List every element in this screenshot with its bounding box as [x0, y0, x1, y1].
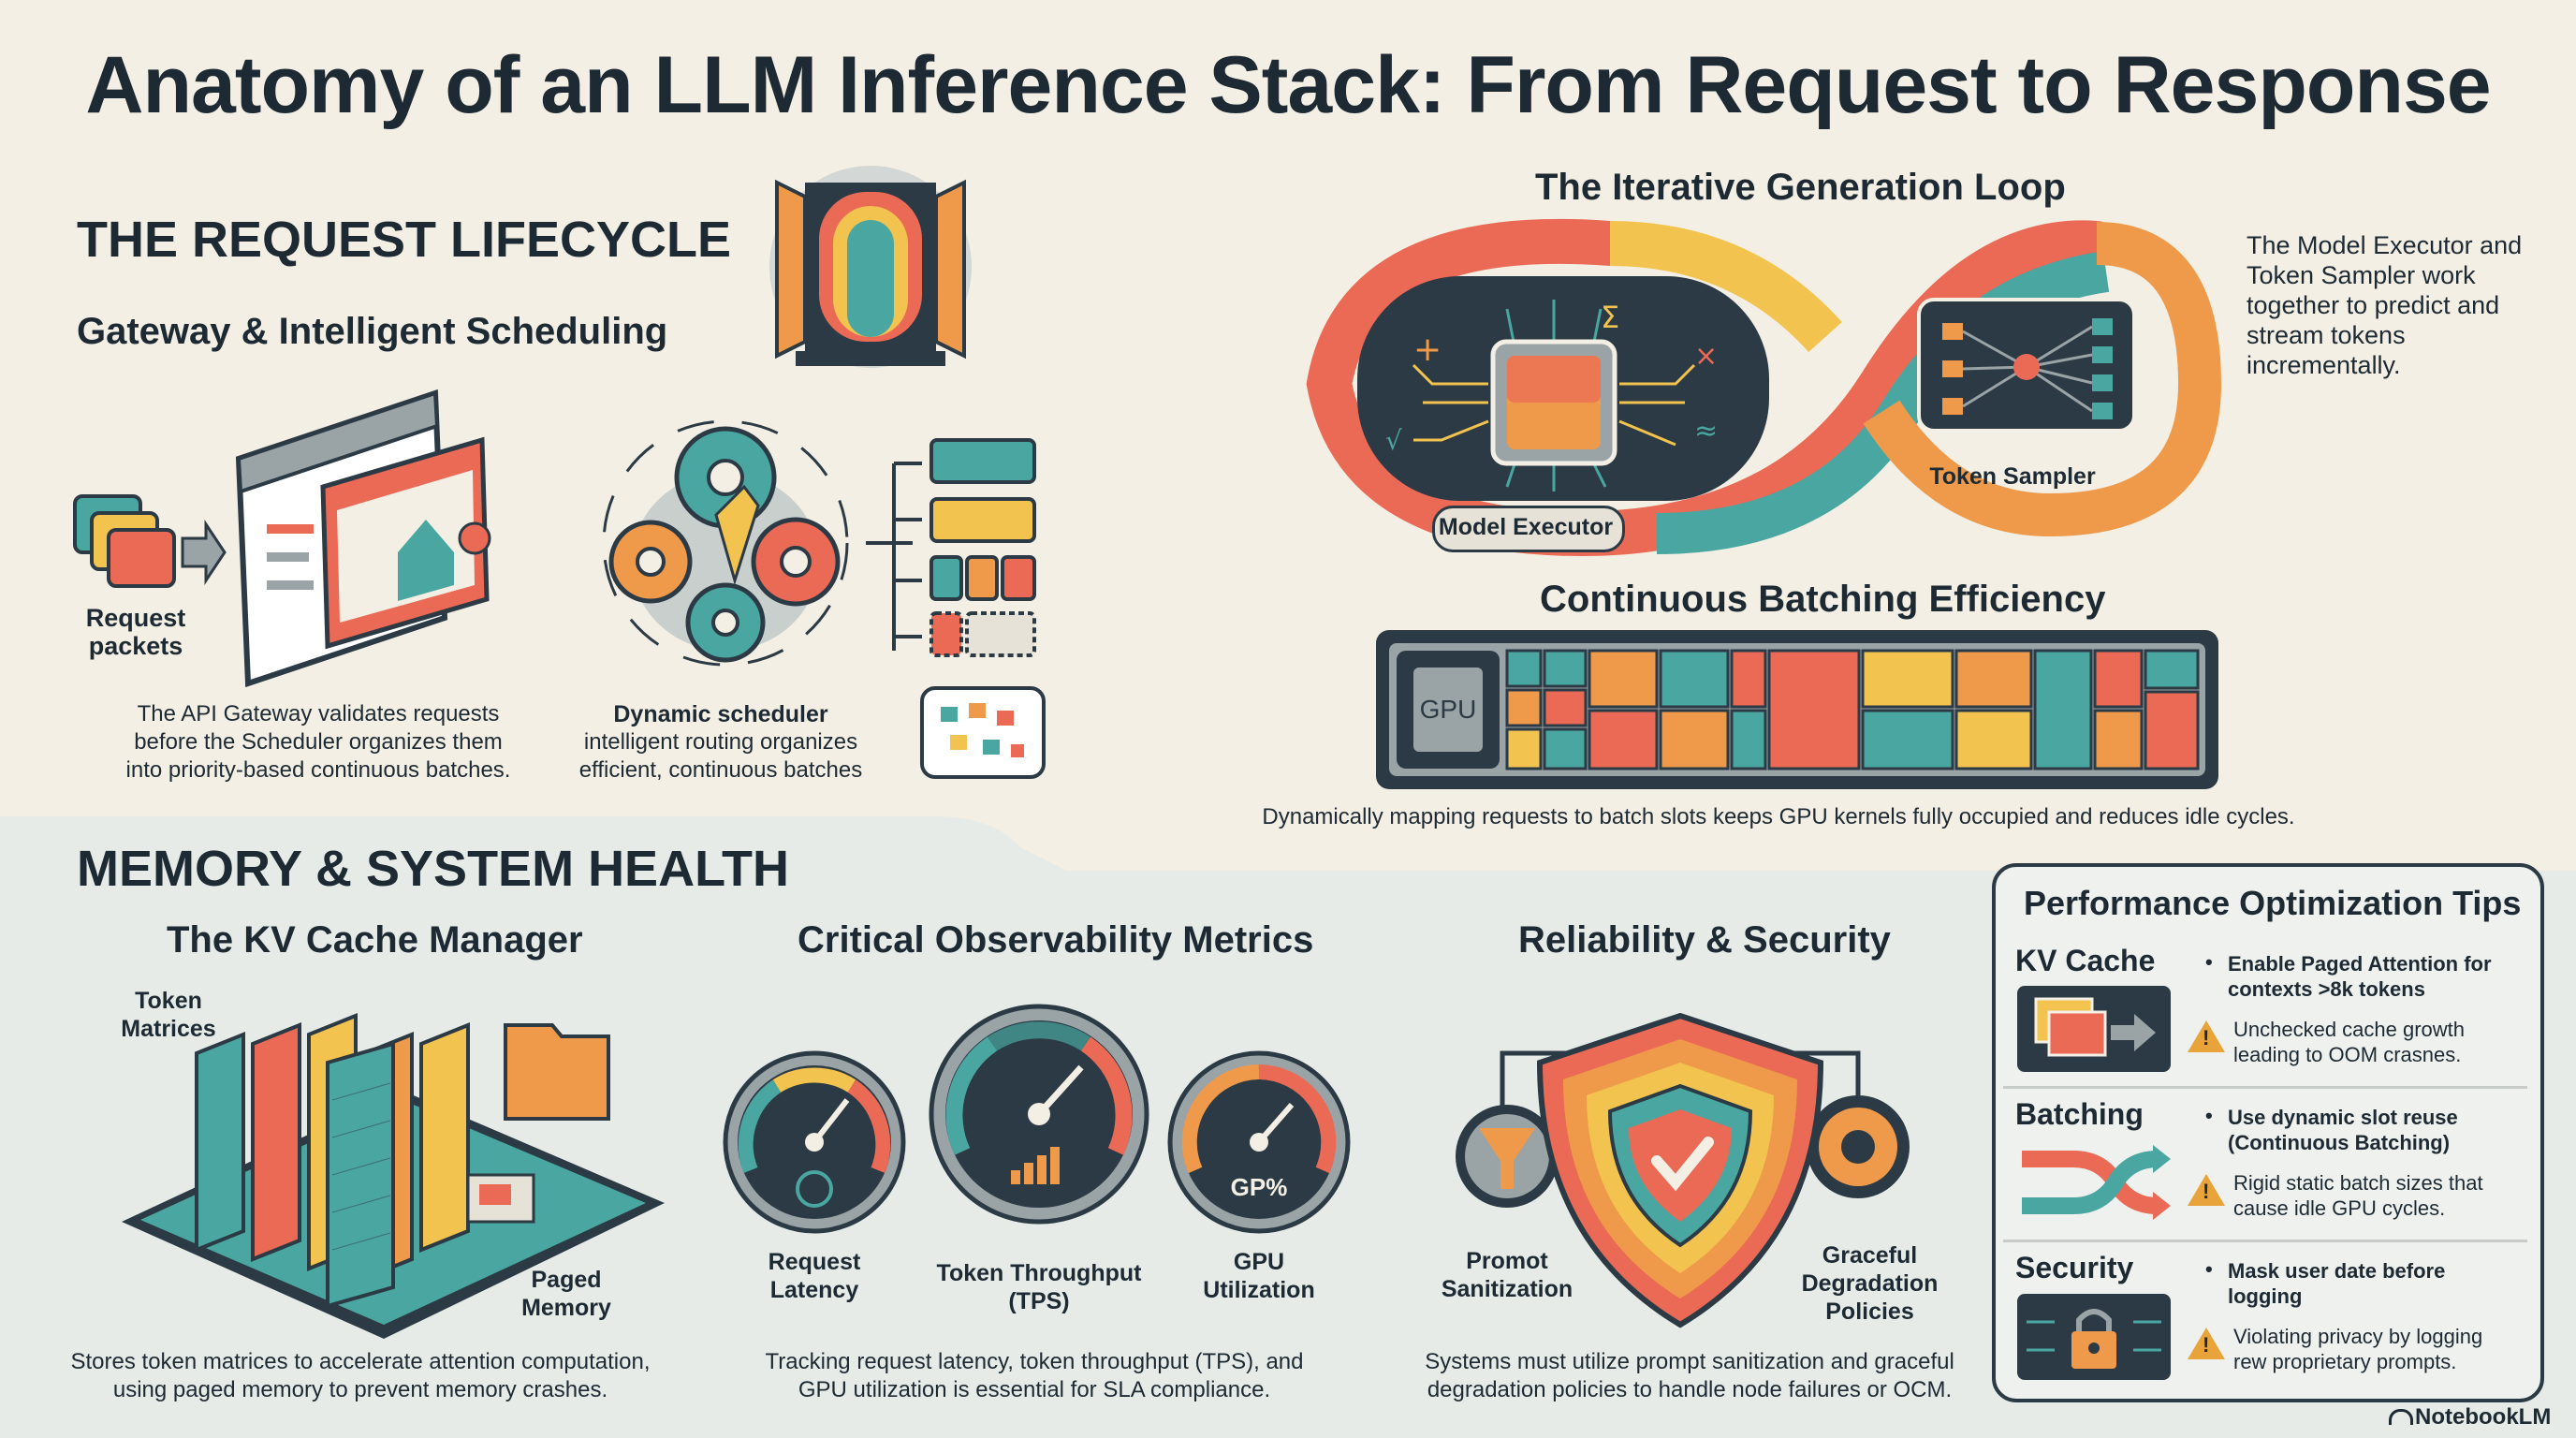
- svg-text:Σ: Σ: [1601, 300, 1619, 335]
- batch-slots-icon: [866, 438, 1046, 779]
- latency-gauge: [723, 1050, 906, 1234]
- generation-loop-heading: The Iterative Generation Loop: [1535, 167, 2066, 208]
- observability-heading: Critical Observability Metrics: [798, 919, 1314, 961]
- kv-cache-caption: Stores token matrices to accelerate atte…: [70, 1349, 651, 1402]
- reliability-heading: Reliability & Security: [1518, 919, 1891, 961]
- generation-loop-diagram: + Σ × √ ≈: [1306, 218, 2222, 557]
- gateway-caption: The API Gateway validates requests befor…: [125, 701, 511, 783]
- batching-caption: Dynamically mapping requests to batch sl…: [1262, 804, 2295, 829]
- tip-kv-cache-title: KV Cache: [2015, 944, 2156, 977]
- memory-health-heading: MEMORY & SYSTEM HEALTH: [77, 841, 790, 897]
- warning-icon: !: [2188, 1174, 2225, 1206]
- page-title: Anatomy of an LLM Inference Stack: From …: [85, 40, 2491, 130]
- brand-label: NotebookLM: [2415, 1404, 2552, 1430]
- gpu-gauge-face-text: GP%: [1230, 1173, 1288, 1201]
- request-packets-label: Request packets: [85, 604, 186, 660]
- svg-text:√: √: [1385, 425, 1402, 456]
- warning-icon: !: [2188, 1328, 2225, 1359]
- tip-batching-bullet: •: [2205, 1104, 2213, 1127]
- tip-batching-best: Use dynamic slot reuse (Continuous Batch…: [2228, 1106, 2458, 1154]
- gpu-utilization-gauge: [1167, 1050, 1351, 1234]
- kv-cache-tip-icon: [2017, 986, 2171, 1072]
- doorway-icon: [769, 166, 972, 368]
- tip-batching-warning: Rigid static batch sizes that cause idle…: [2233, 1171, 2483, 1220]
- batching-diagram: [1376, 630, 2218, 789]
- api-gateway-icon: [235, 389, 491, 688]
- kv-cache-heading: The KV Cache Manager: [167, 919, 583, 961]
- observability-caption: Tracking request latency, token throughp…: [765, 1349, 1304, 1402]
- graceful-degradation-label: Graceful Degradation Policies: [1801, 1242, 1939, 1325]
- lock-icon: [2017, 1294, 2171, 1380]
- warning-icon: !: [2188, 1020, 2225, 1052]
- prompt-sanitization-label: Promot Sanitization: [1441, 1248, 1573, 1302]
- kv-cache-diagram: [122, 1013, 665, 1339]
- scheduler-caption: intelligent routing organizes efficient,…: [578, 729, 863, 783]
- brand-logo-icon: [2389, 1409, 2413, 1425]
- reliability-caption: Systems must utilize prompt sanitization…: [1425, 1349, 1954, 1402]
- token-throughput-label: Token Throughput (TPS): [936, 1260, 1142, 1314]
- tip-security-title: Security: [2015, 1251, 2134, 1284]
- scheduler-gears-icon: [602, 419, 849, 667]
- tips-heading: Performance Optimization Tips: [2024, 884, 2522, 922]
- request-lifecycle-heading: THE REQUEST LIFECYCLE: [77, 212, 732, 268]
- tip-kv-cache-bullet: •: [2205, 950, 2213, 974]
- token-matrices-label: Token Matrices: [121, 988, 216, 1042]
- throughput-gauge: [929, 1004, 1149, 1225]
- token-sampler-label: Token Sampler: [1929, 463, 2096, 490]
- tip-security-bullet: •: [2205, 1257, 2213, 1281]
- tip-security-best: Mask user date before logging: [2228, 1259, 2446, 1308]
- scheduler-title: Dynamic scheduler: [613, 701, 828, 727]
- gpu-label: GPU: [1419, 695, 1477, 724]
- batching-tip-icon: [2022, 1145, 2171, 1220]
- generation-loop-description: The Model Executor and Token Sampler wor…: [2247, 231, 2523, 379]
- batching-heading: Continuous Batching Efficiency: [1540, 579, 2106, 620]
- svg-text:+: +: [1413, 330, 1442, 369]
- gpu-utilization-label: GPU Utilization: [1203, 1249, 1315, 1303]
- tip-divider: [2003, 1086, 2527, 1089]
- svg-text:×: ×: [1694, 340, 1718, 373]
- model-executor-label: Model Executor: [1438, 514, 1614, 540]
- paged-memory-label: Paged Memory: [521, 1267, 611, 1321]
- gateway-scheduling-subheading: Gateway & Intelligent Scheduling: [77, 311, 668, 352]
- tip-kv-cache-warning: Unchecked cache growth leading to OOM cr…: [2233, 1018, 2466, 1066]
- tip-security-warning: Violating privacy by logging rew proprie…: [2233, 1325, 2483, 1373]
- request-packets-icon: [73, 494, 227, 588]
- model-executor-badge: [1432, 506, 1625, 552]
- tip-divider: [2003, 1240, 2527, 1242]
- request-latency-label: Request Latency: [768, 1249, 861, 1303]
- tip-batching-title: Batching: [2015, 1097, 2144, 1131]
- svg-text:≈: ≈: [1694, 415, 1718, 448]
- tip-kv-cache-best: Enable Paged Attention for contexts >8k …: [2228, 952, 2492, 1001]
- shield-icon: [1456, 1012, 1910, 1328]
